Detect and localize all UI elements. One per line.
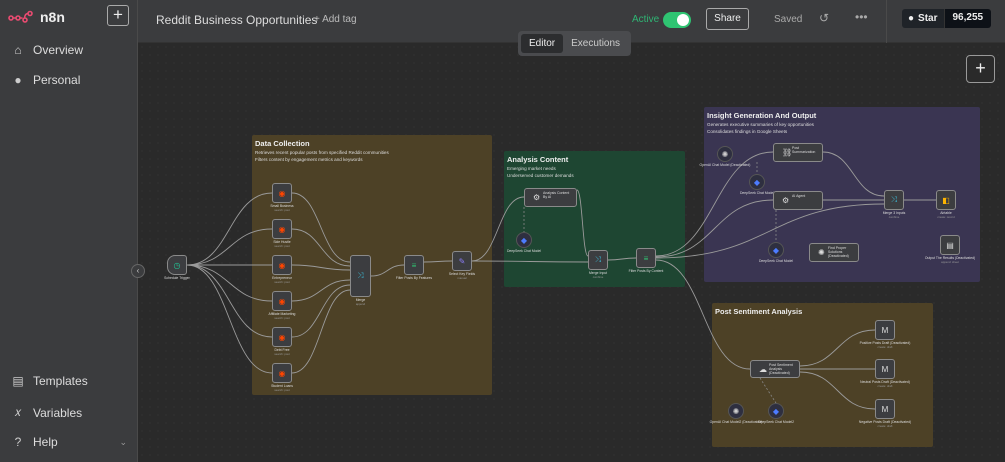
n8n-logo[interactable]: n8n	[8, 9, 65, 25]
chevron-down-icon: ⌄	[119, 436, 127, 447]
sidebar-item-label: Overview	[33, 43, 84, 57]
github-icon: ●	[908, 13, 915, 24]
github-star-button[interactable]: ●Star 96,255	[902, 9, 992, 28]
workflow-canvas[interactable]	[138, 43, 1005, 462]
share-button[interactable]: Share	[706, 8, 749, 30]
sidebar: n8n + ⌂ Overview ● Personal ▤ Templates 𝑥 Va…	[0, 0, 138, 462]
n8n-logo-icon	[8, 10, 33, 23]
github-star-label: Star	[918, 13, 938, 24]
sidebar-item-templates[interactable]: ▤ Templates	[12, 374, 88, 388]
workflow-title[interactable]: Reddit Business Opportunities	[156, 13, 318, 27]
more-options-icon[interactable]: •••	[855, 10, 868, 24]
divider	[886, 0, 887, 43]
add-node-button[interactable]: +	[966, 55, 995, 83]
sidebar-item-label: Personal	[33, 73, 81, 87]
collapse-sidebar-button[interactable]: ‹	[131, 264, 145, 278]
app-name: n8n	[40, 9, 65, 25]
variables-icon: 𝑥	[14, 405, 22, 419]
sidebar-item-label: Variables	[33, 405, 83, 420]
active-label: Active	[632, 14, 660, 25]
sidebar-item-overview[interactable]: ⌂ Overview	[12, 43, 83, 57]
view-tabs: Editor Executions	[518, 31, 632, 56]
user-icon: ●	[14, 73, 22, 87]
github-star-count: 96,255	[943, 9, 992, 28]
sidebar-item-label: Templates	[33, 374, 88, 388]
sidebar-item-label: Help	[33, 435, 58, 449]
saved-status: Saved	[774, 14, 803, 25]
tab-editor[interactable]: Editor	[521, 34, 564, 53]
new-workflow-button[interactable]: +	[107, 5, 129, 26]
sidebar-item-help[interactable]: ? Help ⌄	[12, 435, 127, 449]
help-icon: ?	[14, 435, 22, 449]
add-tag-button[interactable]: + Add tag	[314, 14, 357, 25]
templates-icon: ▤	[12, 374, 24, 388]
active-toggle[interactable]	[663, 12, 691, 28]
history-icon[interactable]: ↺	[819, 11, 830, 25]
sidebar-item-personal[interactable]: ● Personal	[12, 73, 80, 87]
sidebar-item-variables[interactable]: 𝑥 Variables	[12, 405, 82, 420]
home-icon: ⌂	[14, 43, 22, 57]
tab-executions[interactable]: Executions	[571, 38, 621, 49]
